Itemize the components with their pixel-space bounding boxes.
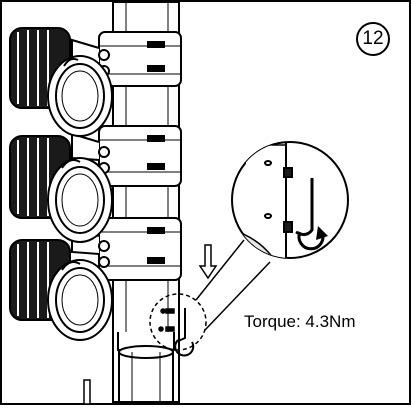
detail-marker-circle [149, 293, 207, 351]
rotate-arrow-icon [174, 339, 195, 357]
pole-bolt-detail [158, 308, 175, 332]
zoom-leader-lines [195, 239, 271, 331]
down-arrow-icon [198, 244, 218, 280]
down-arrow-icon [83, 379, 91, 405]
hex-key-icon [175, 308, 186, 343]
lamp-head-icon [9, 27, 113, 137]
torque-label: Torque: 4.3Nm [244, 312, 356, 331]
step-number-badge: 12 [356, 22, 390, 56]
rotate-arrow-head-icon [316, 226, 328, 240]
lamp-head-icon [9, 135, 113, 243]
pole-base-coupling [117, 332, 175, 403]
lamp-head-icon [9, 239, 113, 341]
rotate-arrow-icon [297, 231, 325, 251]
